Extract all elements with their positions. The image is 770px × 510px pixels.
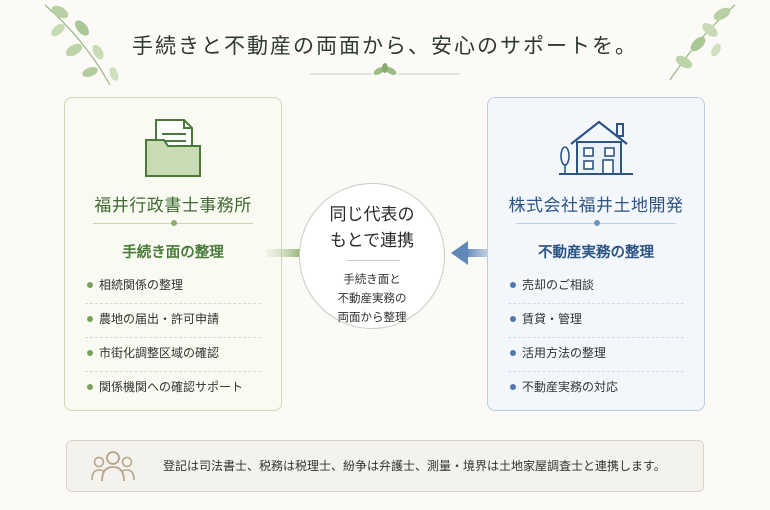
gyosei-office-card: 福井行政書士事務所 手続き面の整理 相続関係の整理 農地の届出・許可申請 市街化…	[64, 97, 282, 411]
leaf-decoration-left-icon	[44, 4, 119, 86]
center-desc-line: 両面から整理	[337, 310, 407, 324]
page-title: 手続きと不動産の両面から、安心のサポートを。	[132, 34, 638, 58]
bullet-dot-icon	[87, 384, 93, 390]
center-title-line: もとで連携	[329, 231, 415, 251]
document-folder-icon	[145, 119, 201, 177]
center-desc-line: 不動産実務の	[337, 291, 407, 305]
partner-note-text: 登記は司法書士、税務は税理士、紛争は弁護士、測量・境界は土地家屋調査士と連携しま…	[163, 459, 666, 473]
leaf-decoration-right-icon	[669, 4, 736, 81]
list-item: 関係機関への確認サポート	[85, 372, 261, 406]
partner-note-box: 登記は司法書士、税務は税理士、紛争は弁護士、測量・境界は土地家屋調査士と連携しま…	[66, 440, 704, 492]
divider-dot	[594, 220, 600, 226]
list-item-label: 活用方法の整理	[522, 346, 607, 360]
list-item-label: 売却のご相談	[522, 278, 595, 292]
service-list: 売却のご相談 賃貸・管理 活用方法の整理 不動産実務の対応	[508, 270, 684, 406]
list-item-label: 関係機関への確認サポート	[99, 380, 244, 394]
list-item: 賃貸・管理	[508, 304, 684, 338]
arrow-left-icon	[451, 241, 506, 265]
center-desc-line: 手続き面と	[343, 272, 401, 286]
list-item: 不動産実務の対応	[508, 372, 684, 406]
people-group-icon	[91, 451, 135, 482]
divider-dot	[171, 220, 177, 226]
sprout-divider-icon	[310, 63, 460, 75]
list-item: 売却のご相談	[508, 270, 684, 304]
list-item-label: 不動産実務の対応	[522, 380, 619, 394]
list-item-label: 賃貸・管理	[522, 312, 583, 326]
bullet-dot-icon	[510, 384, 516, 390]
card-subtitle: 不動産実務の整理	[538, 245, 654, 261]
list-item: 市街化調整区域の確認	[85, 338, 261, 372]
list-item: 相続関係の整理	[85, 270, 261, 304]
bullet-dot-icon	[87, 316, 93, 322]
divider	[346, 260, 400, 261]
bullet-dot-icon	[87, 350, 93, 356]
center-description: 手続き面と 不動産実務の 両面から整理	[300, 270, 444, 327]
bullet-dot-icon	[510, 316, 516, 322]
center-title-line: 同じ代表の	[329, 205, 415, 225]
list-item: 活用方法の整理	[508, 338, 684, 372]
bullet-dot-icon	[87, 282, 93, 288]
bullet-dot-icon	[510, 350, 516, 356]
list-item: 農地の届出・許可申請	[85, 304, 261, 338]
center-circle: 同じ代表の もとで連携 手続き面と 不動産実務の 両面から整理	[299, 183, 445, 329]
list-item-label: 農地の届出・許可申請	[99, 312, 220, 326]
list-item-label: 相続関係の整理	[99, 278, 184, 292]
bullet-dot-icon	[510, 282, 516, 288]
office-name: 福井行政書士事務所	[94, 196, 252, 216]
real-estate-company-card: 株式会社福井土地開発 不動産実務の整理 売却のご相談 賃貸・管理 活用方法の整理…	[487, 97, 705, 411]
card-subtitle: 手続き面の整理	[122, 245, 224, 261]
center-title: 同じ代表の もとで連携	[300, 202, 444, 254]
company-name: 株式会社福井土地開発	[508, 196, 684, 216]
house-icon	[559, 120, 633, 175]
list-item-label: 市街化調整区域の確認	[99, 346, 220, 360]
service-list: 相続関係の整理 農地の届出・許可申請 市街化調整区域の確認 関係機関への確認サポ…	[85, 270, 261, 406]
